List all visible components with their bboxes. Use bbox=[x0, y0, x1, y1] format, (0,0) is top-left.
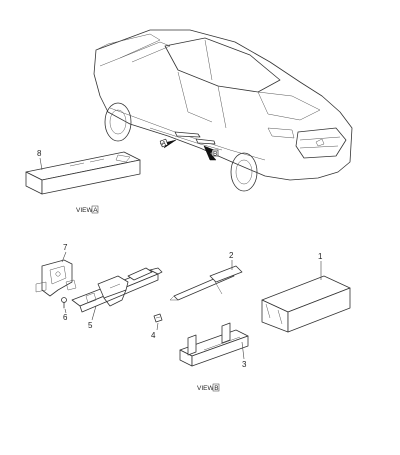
callout-4-label: 4 bbox=[151, 331, 156, 340]
marker-a-label: A bbox=[162, 141, 167, 148]
part-7-jack-bracket bbox=[35, 259, 77, 297]
callout-8: 8 bbox=[37, 149, 43, 171]
callout-4: 4 bbox=[151, 322, 159, 340]
view-a-text: VIEW bbox=[76, 207, 93, 214]
part-6-bolt bbox=[61, 297, 67, 309]
location-marker-a: A bbox=[159, 138, 177, 149]
callout-5-label: 5 bbox=[88, 321, 93, 330]
callout-3-label: 3 bbox=[242, 360, 247, 369]
callout-7: 7 bbox=[61, 243, 68, 263]
view-b-caption: VIEW B bbox=[197, 383, 220, 392]
callout-1: 1 bbox=[318, 252, 323, 280]
part-3-tool-holder bbox=[179, 322, 249, 367]
part-5-scissor-jack bbox=[71, 267, 163, 313]
callout-2-label: 2 bbox=[229, 251, 234, 260]
location-marker-b: B bbox=[203, 145, 219, 161]
part-1-tool-bag bbox=[261, 275, 351, 333]
view-a-letter: A bbox=[93, 207, 98, 214]
callout-3: 3 bbox=[241, 341, 247, 369]
part-8-sill-molding bbox=[25, 151, 141, 195]
part-4-clip bbox=[153, 313, 163, 323]
callout-1-label: 1 bbox=[318, 252, 323, 261]
callout-5: 5 bbox=[88, 305, 97, 330]
view-b-text: VIEW bbox=[197, 385, 214, 392]
callout-6: 6 bbox=[63, 308, 68, 322]
view-b-letter: B bbox=[214, 385, 218, 392]
callout-8-label: 8 bbox=[37, 149, 42, 158]
callout-7-label: 7 bbox=[63, 243, 68, 252]
marker-b-label: B bbox=[213, 151, 217, 158]
part-2-jack-handle bbox=[169, 265, 243, 301]
callout-6-label: 6 bbox=[63, 313, 68, 322]
view-a-caption: VIEW A bbox=[76, 205, 98, 214]
callout-2: 2 bbox=[229, 251, 234, 270]
pickup-truck-illustration bbox=[93, 29, 353, 192]
